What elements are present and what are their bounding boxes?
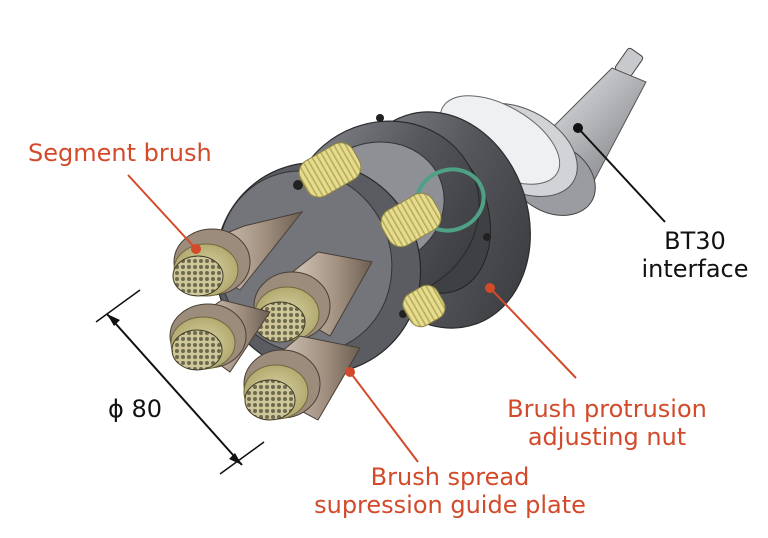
label-guide-plate: Brush spread supression guide plate: [298, 463, 602, 519]
label-protrusion-nut: Brush protrusion adjusting nut: [488, 395, 726, 451]
label-segment-brush: Segment brush: [28, 139, 212, 167]
label-spread-line2: supression guide plate: [314, 490, 586, 519]
leader-bt30: [573, 123, 666, 223]
leader-guide-plate: [345, 367, 419, 463]
brush-tube-bottom-right: [243, 335, 361, 421]
diameter-dimension: [95, 289, 265, 475]
brush-tube-top-left: [172, 211, 304, 297]
label-bt30-interface: BT30 interface: [630, 227, 760, 283]
label-protrusion-line1: Brush protrusion: [507, 395, 707, 423]
label-bt30-line2: interface: [641, 254, 749, 283]
label-protrusion-line2: adjusting nut: [527, 422, 687, 451]
leader-segment-brush: [127, 174, 201, 254]
leader-protrusion-nut: [485, 283, 577, 379]
label-diameter: ϕ 80: [108, 395, 162, 423]
label-bt30-line1: BT30: [664, 227, 726, 255]
label-spread-line1: Brush spread: [370, 463, 530, 491]
brush-tube-bottom-left: [169, 299, 271, 373]
ribbed-bristles: [298, 142, 446, 328]
